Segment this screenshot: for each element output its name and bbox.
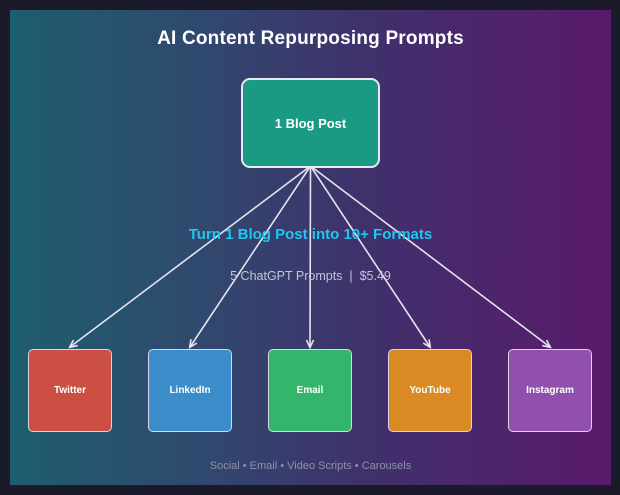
target-node-label: YouTube: [409, 385, 451, 396]
footer-formats: Social • Email • Video Scripts • Carouse…: [209, 460, 412, 472]
source-blog-post-node: 1 Blog Post: [241, 78, 380, 168]
target-node-youtube: YouTube: [388, 349, 472, 432]
connector-arrows: [10, 165, 611, 485]
target-node-email: Email: [268, 349, 352, 432]
arrow-to-email: [310, 165, 311, 347]
target-node-instagram: Instagram: [508, 349, 592, 432]
arrow-to-instagram: [310, 165, 551, 347]
diagram-canvas: AI Content Repurposing Prompts 1 Blog Po…: [10, 10, 611, 485]
arrow-to-twitter: [70, 165, 311, 347]
target-node-linkedin: LinkedIn: [148, 349, 232, 432]
arrow-to-youtube: [309, 165, 431, 347]
headline: Turn 1 Blog Post into 10+ Formats: [188, 226, 433, 243]
target-node-label: Email: [296, 385, 324, 396]
source-node-label: 1 Blog Post: [274, 115, 347, 131]
target-node-label: Instagram: [526, 385, 574, 396]
target-node-label: LinkedIn: [169, 385, 211, 396]
target-node-twitter: Twitter: [28, 349, 112, 432]
target-node-label: Twitter: [53, 385, 87, 396]
subheadline-price: 5 ChatGPT Prompts | $5.49: [230, 269, 391, 283]
diagram-title: AI Content Repurposing Prompts: [157, 28, 464, 49]
arrow-to-linkedin: [190, 165, 312, 347]
